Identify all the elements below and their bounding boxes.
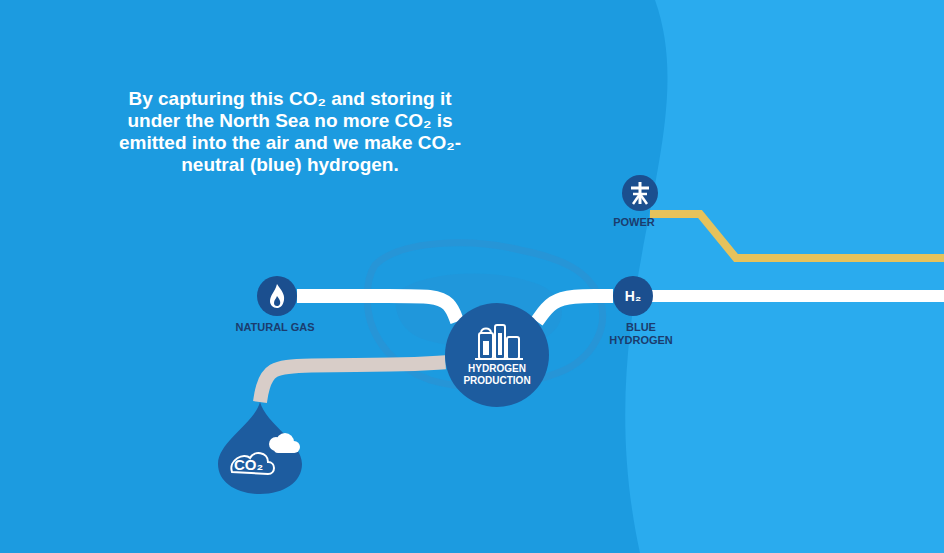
- blue-hydrogen-node: H₂BLUE HYDROGEN: [613, 276, 653, 316]
- node-caption: POWER: [613, 216, 655, 229]
- node-icon: [622, 175, 658, 211]
- hydrogen-line: [650, 290, 944, 302]
- node-icon: [257, 276, 297, 316]
- heading-text: By capturing this CO₂ and storing it und…: [115, 88, 465, 176]
- node-caption: BLUE HYDROGEN: [601, 321, 681, 347]
- node-label: HYDROGEN PRODUCTION: [445, 363, 549, 387]
- node-icon: [445, 303, 549, 407]
- node-label: CO₂: [234, 456, 263, 473]
- flow-band: [297, 296, 457, 322]
- flow-band: [537, 296, 613, 322]
- natural-gas-node: NATURAL GAS: [257, 276, 297, 316]
- light-region: [625, 0, 944, 553]
- co2-storage-node: CO₂: [214, 402, 306, 494]
- node-label: H₂: [625, 288, 641, 304]
- node-caption: NATURAL GAS: [235, 321, 314, 334]
- power-line: [650, 214, 944, 258]
- hydrogen-production-node: HYDROGEN PRODUCTION: [445, 303, 549, 407]
- power-node: POWER: [622, 175, 658, 211]
- node-icon: [214, 402, 306, 494]
- flow-band: [260, 362, 446, 402]
